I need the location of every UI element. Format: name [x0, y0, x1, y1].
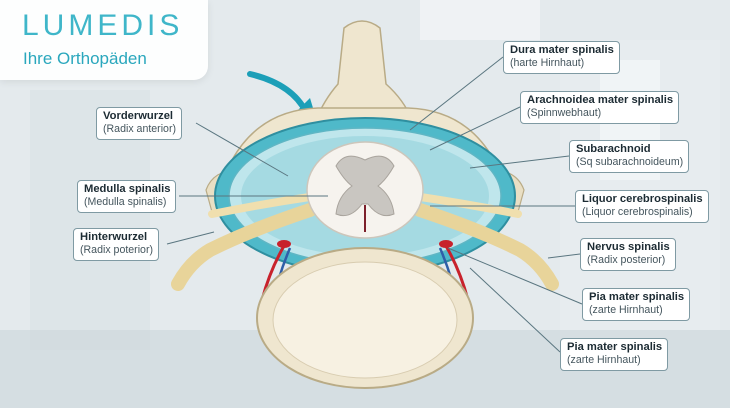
label-subtitle: (Radix posterior) — [587, 254, 666, 266]
label-arachnoidea: Arachnoidea mater spinalis (Spinnwebhaut… — [520, 91, 680, 124]
label-nervus: Nervus spinalis (Radix posterior) — [580, 238, 676, 271]
spinous-process — [314, 20, 414, 121]
blood-vessel-left-dot — [277, 240, 291, 248]
label-title: Nervus spinalis — [587, 241, 670, 253]
label-subtitle: (Medulla spinalis) — [84, 196, 167, 208]
label-title: Dura mater spinalis — [510, 44, 614, 56]
label-subtitle: (zarte Hirnhaut) — [567, 354, 641, 366]
label-subtitle: (harte Hirnhaut) — [510, 57, 585, 69]
label-medulla: Medulla spinalis (Medulla spinalis) — [77, 180, 177, 213]
label-dura: Dura mater spinalis (harte Hirnhaut) — [503, 41, 620, 74]
label-pia-1: Pia mater spinalis (zarte Hirnhaut) — [582, 288, 691, 321]
label-title: Subarachnoid — [576, 143, 651, 155]
pointer-arrow-icon — [247, 71, 309, 115]
logo-tagline: Ihre Orthopäden — [23, 49, 147, 68]
label-title: Medulla spinalis — [84, 183, 171, 195]
label-title: Hinterwurzel — [80, 231, 148, 243]
label-title: Pia mater spinalis — [567, 341, 663, 353]
nerve-root-right-upper — [410, 192, 522, 218]
nerve-root-left — [171, 203, 317, 291]
label-subtitle: (Liquor cerebrospinalis) — [582, 206, 693, 218]
label-subtitle: (Spinnwebhaut) — [527, 107, 602, 119]
label-title: Liquor cerebrospinalis — [582, 193, 703, 205]
blood-vessel-right-dot — [439, 240, 453, 248]
label-title: Vorderwurzel — [103, 110, 174, 122]
label-subtitle: (zarte Hirnhaut) — [589, 304, 663, 316]
label-subarachnoid: Subarachnoid (Sq subarachnoideum) — [569, 140, 690, 173]
label-subtitle: (Sq subarachnoideum) — [576, 156, 684, 168]
label-liquor: Liquor cerebrospinalis (Liquor cerebrosp… — [575, 190, 709, 223]
label-title: Pia mater spinalis — [589, 291, 685, 303]
label-subtitle: (Radix poterior) — [80, 244, 154, 256]
nerve-root-right — [413, 203, 559, 291]
leader-lines — [166, 56, 583, 353]
label-pia-2: Pia mater spinalis (zarte Hirnhaut) — [560, 338, 669, 371]
logo-wordmark: LUMEDIS — [22, 9, 184, 42]
label-hinterwurzel: Hinterwurzel (Radix poterior) — [73, 228, 160, 261]
label-vorderwurzel: Vorderwurzel (Radix anterior) — [96, 107, 183, 140]
vertebral-body-cancellous — [272, 261, 458, 379]
label-subtitle: (Radix anterior) — [103, 123, 177, 135]
grey-matter — [335, 155, 395, 217]
nerve-root-left-upper — [208, 192, 320, 218]
logo-card: LUMEDIS Ihre Orthopäden — [0, 0, 208, 80]
label-title: Arachnoidea mater spinalis — [527, 94, 674, 106]
